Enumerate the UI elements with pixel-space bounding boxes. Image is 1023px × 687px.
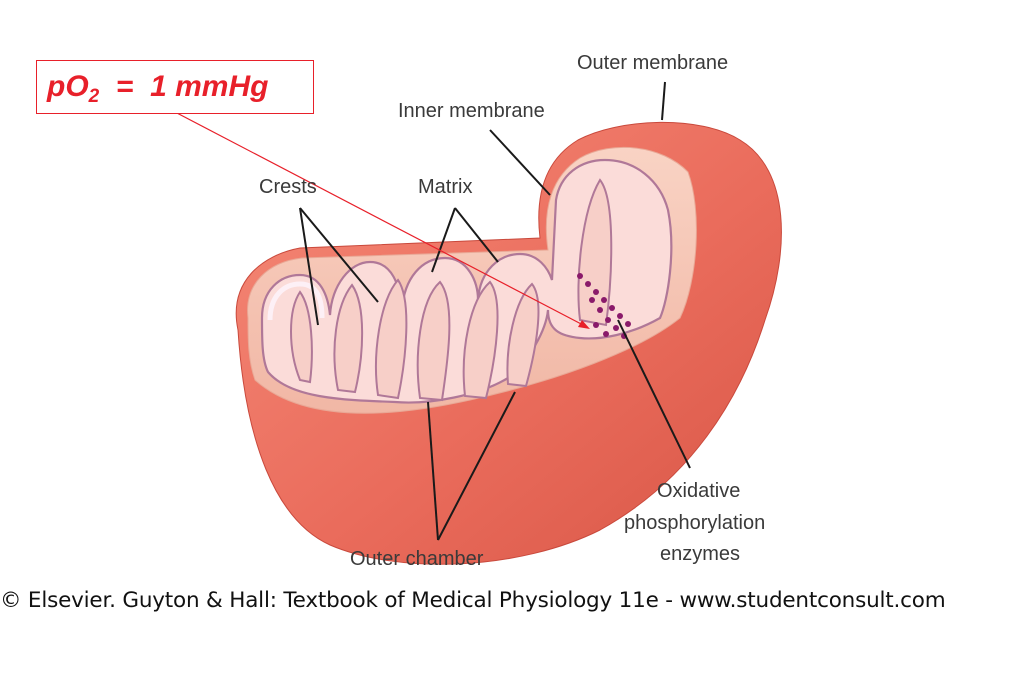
po2-value: = 1 mmHg [99,70,269,103]
po2-pointer-arrow [578,320,590,329]
label-crests: Crests [259,176,317,198]
enzyme-dots [577,273,631,339]
po2-prefix: pO [47,70,89,103]
po2-pointer-line [174,111,586,327]
po2-subscript: 2 [88,86,100,107]
copyright-credit: © Elsevier. Guyton & Hall: Textbook of M… [0,588,946,613]
label-oxidative-2: phosphorylation [624,512,766,534]
po2-annotation: pO2 = 1 mmHg [36,60,314,114]
label-matrix: Matrix [418,176,473,198]
label-inner-membrane: Inner membrane [398,100,545,122]
label-outer-membrane: Outer membrane [577,52,729,74]
label-oxidative-3: enzymes [660,543,741,565]
label-outer-chamber: Outer chamber [350,548,484,570]
label-oxidative-1: Oxidative [657,480,741,502]
leader-lines [299,81,691,541]
